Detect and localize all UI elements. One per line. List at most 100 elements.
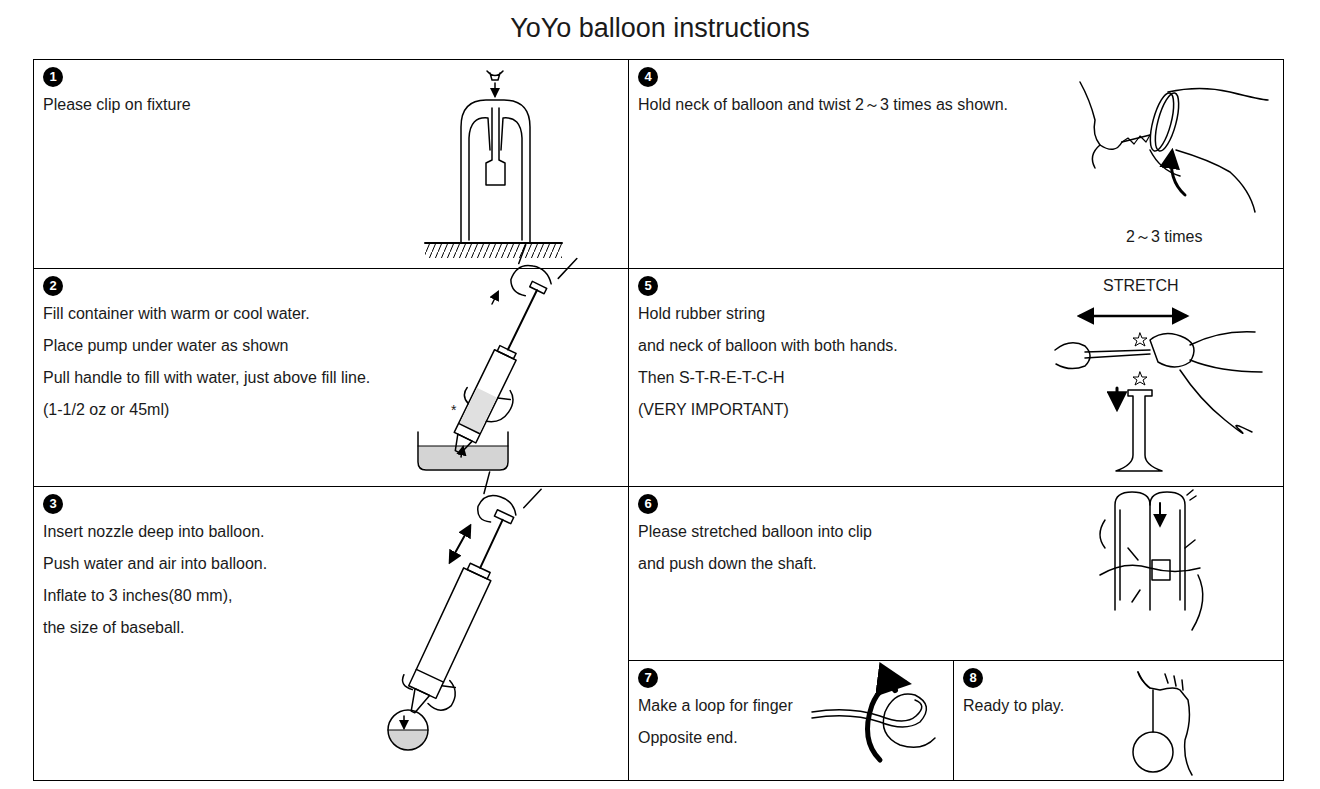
instruction-line: Pull handle to fill with water, just abo…	[43, 362, 370, 394]
step-panel: 2Fill container with warm or cool water.…	[33, 268, 629, 487]
pump-inflating-drawing	[409, 568, 491, 698]
fixture-drawing	[469, 118, 522, 240]
pump-inflating-drawing	[403, 716, 405, 728]
pump-filling-drawing	[418, 432, 508, 470]
fixture-drawing	[486, 108, 505, 185]
twist-drawing	[1171, 152, 1185, 195]
stretch-drawing	[1133, 333, 1147, 346]
step-panel: 8Ready to play.	[953, 660, 1284, 781]
stretch-drawing	[1133, 372, 1147, 385]
step-number: 4	[638, 67, 658, 87]
fixture-drawing	[487, 71, 503, 80]
stretch-drawing	[1180, 370, 1252, 433]
instruction-line: Inflate to 3 inches(80 mm),	[43, 580, 267, 612]
pump-inflating-drawing	[396, 662, 460, 715]
pump-filling-drawing	[530, 281, 547, 293]
twist-drawing	[1146, 91, 1179, 154]
pump-inflating-drawing	[470, 466, 541, 536]
instruction-line: Push water and air into balloon.	[43, 548, 267, 580]
step-panel: 5Hold rubber stringand neck of balloon w…	[628, 268, 1284, 487]
step-number: 8	[963, 668, 983, 688]
pump-filling-drawing	[508, 290, 537, 349]
yoyo-drawing	[1138, 672, 1192, 775]
instruction-line: Opposite end.	[638, 722, 793, 754]
instruction-line: and neck of balloon with both hands.	[638, 330, 898, 362]
instruction-line: Ready to play.	[963, 690, 1064, 722]
pump-inflating-drawing	[388, 710, 428, 750]
stretch-drawing	[1085, 350, 1150, 358]
annotation-label: 2～3 times	[1126, 228, 1202, 246]
pump-filling-drawing	[497, 346, 516, 359]
stretch-drawing	[1080, 315, 1186, 318]
pump-filling-drawing	[460, 424, 480, 434]
yoyo-drawing	[1152, 690, 1154, 732]
instruction-line: (1-1/2 oz or 45ml)	[43, 394, 370, 426]
twist-drawing	[1122, 135, 1150, 144]
instruction-line: Place pump under water as shown	[43, 330, 370, 362]
instruction-line: Please stretched balloon into clip	[638, 516, 872, 548]
loop-drawing	[812, 679, 935, 760]
stretch-drawing	[1055, 343, 1090, 369]
fixture-drawing	[425, 244, 562, 258]
twist-drawing	[1092, 135, 1150, 168]
pump-inflating-drawing	[480, 520, 502, 568]
instruction-line: Insert nozzle deep into balloon.	[43, 516, 267, 548]
pump-filling-drawing	[492, 292, 498, 304]
yoyo-drawing	[1133, 672, 1192, 775]
step-number: 3	[43, 494, 63, 514]
step-text: Hold rubber stringand neck of balloon wi…	[638, 298, 898, 426]
annotation-label: *	[451, 401, 456, 419]
instruction-line: Hold neck of balloon and twist 2～3 times…	[638, 89, 1008, 121]
pump-filling-drawing	[454, 350, 516, 443]
step-text: Ready to play.	[963, 690, 1064, 722]
step-panel: 3Insert nozzle deep into balloon.Push wa…	[33, 486, 629, 781]
annotation-label: STRETCH	[1103, 277, 1179, 295]
stretch-drawing	[1116, 390, 1162, 471]
instruction-line: Then S-T-R-E-T-C-H	[638, 362, 898, 394]
step-number: 2	[43, 276, 63, 296]
step-panel: 6Please stretched balloon into clipand p…	[628, 486, 1284, 661]
twist-drawing	[1151, 91, 1184, 154]
yoyo-drawing	[1138, 672, 1150, 688]
step-panel: 1Please clip on fixture	[33, 59, 629, 269]
twist-drawing	[1080, 82, 1268, 212]
instruction-line: Fill container with warm or cool water.	[43, 298, 370, 330]
yoyo-drawing	[1133, 732, 1173, 772]
twist-drawing	[1080, 82, 1122, 149]
stretch-drawing	[1190, 332, 1262, 372]
instruction-line: Please clip on fixture	[43, 89, 191, 121]
step-text: Make a loop for fingerOpposite end.	[638, 690, 793, 754]
stretch-drawing	[1055, 316, 1262, 471]
clip-drawing	[1128, 490, 1196, 602]
pump-filling-drawing	[505, 236, 577, 310]
step-number: 1	[43, 67, 63, 87]
pump-filling-drawing	[418, 236, 583, 470]
clip-drawing	[1120, 510, 1180, 600]
pump-inflating-drawing	[416, 669, 443, 682]
pump-filling-drawing	[461, 447, 463, 457]
step-text: Please stretched balloon into clipand pu…	[638, 516, 872, 580]
stretch-drawing	[1150, 333, 1194, 367]
pump-inflating-drawing	[406, 689, 430, 716]
fixture-drawing	[425, 71, 562, 258]
pump-filling-drawing	[419, 446, 507, 469]
instruction-line: and push down the shaft.	[638, 548, 872, 580]
pump-inflating-drawing	[388, 730, 428, 750]
pump-inflating-drawing	[450, 526, 470, 562]
pump-inflating-drawing	[494, 510, 513, 524]
pump-inflating-drawing	[384, 466, 550, 725]
pump-filling-drawing	[457, 373, 517, 428]
step-panel: 7Make a loop for fingerOpposite end.	[628, 660, 954, 781]
loop-drawing	[868, 683, 906, 760]
step-text: Insert nozzle deep into balloon.Push wat…	[43, 516, 267, 644]
fixture-drawing	[425, 242, 562, 244]
step-number: 7	[638, 668, 658, 688]
clip-drawing	[1100, 490, 1203, 630]
pump-inflating-drawing	[467, 563, 490, 579]
step-text: Please clip on fixture	[43, 89, 191, 121]
pump-inflating-drawing	[384, 466, 550, 750]
stretch-drawing	[1116, 388, 1119, 408]
